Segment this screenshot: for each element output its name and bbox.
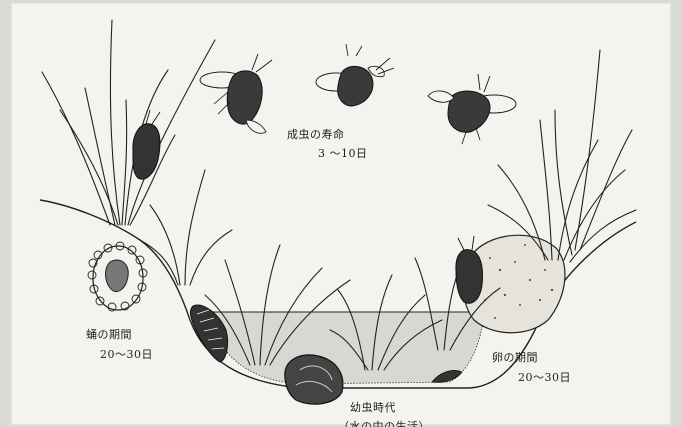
pupa-cocoon	[88, 242, 147, 311]
egg-period-label: 卵の期間	[492, 349, 538, 365]
firefly-on-rock	[456, 236, 483, 303]
larva-period-sublabel: （水の中の生活）	[338, 418, 430, 427]
firefly-on-grass	[133, 110, 160, 179]
pupa-period-value: 20〜30日	[100, 346, 153, 362]
flying-firefly-center	[316, 44, 394, 106]
flying-firefly-left	[200, 54, 272, 133]
adult-lifespan-label: 成虫の寿命	[287, 126, 345, 142]
pupa-period-label: 蛹の期間	[86, 326, 132, 342]
larva-period-label: 幼虫時代	[350, 399, 396, 415]
egg-period-value: 20〜30日	[518, 369, 571, 385]
flying-firefly-right	[428, 74, 516, 144]
adult-lifespan-value: 3 〜10日	[318, 145, 368, 161]
